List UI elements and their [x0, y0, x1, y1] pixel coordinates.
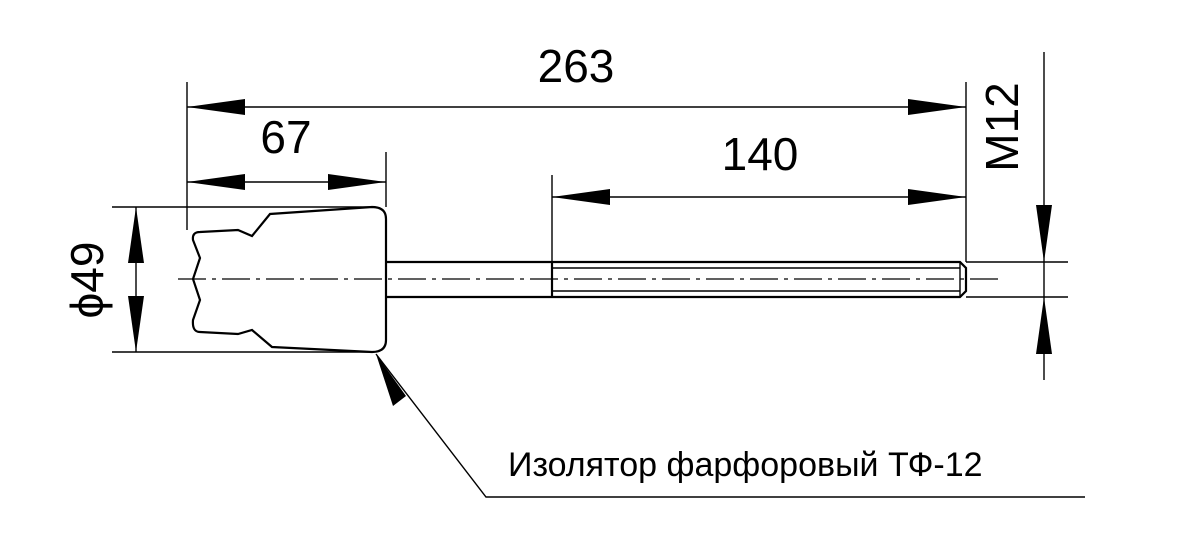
arrow-140-left	[552, 189, 610, 205]
dimension-263-value: 263	[538, 40, 615, 92]
arrow-m12-top	[1036, 205, 1052, 262]
dimension-67-value: 67	[260, 111, 311, 163]
dimension-dia-value: ϕ49	[61, 242, 113, 319]
dimension-m12-value: M12	[976, 82, 1028, 171]
arrow-67-right	[328, 174, 386, 190]
arrow-140-right	[908, 189, 966, 205]
rod	[386, 260, 968, 299]
arrow-263-left	[187, 99, 245, 115]
insulator-body	[191, 205, 388, 354]
arrow-263-right	[908, 99, 966, 115]
callout-arrow	[376, 354, 406, 406]
dimension-140-value: 140	[722, 128, 799, 180]
arrow-dia-top	[128, 207, 144, 263]
arrow-dia-bottom	[128, 296, 144, 352]
callout-label: Изолятор фарфоровый ТФ-12	[508, 446, 983, 484]
arrow-67-left	[187, 174, 245, 190]
arrow-m12-bottom	[1036, 297, 1052, 354]
callout-leader-line	[375, 353, 1085, 498]
